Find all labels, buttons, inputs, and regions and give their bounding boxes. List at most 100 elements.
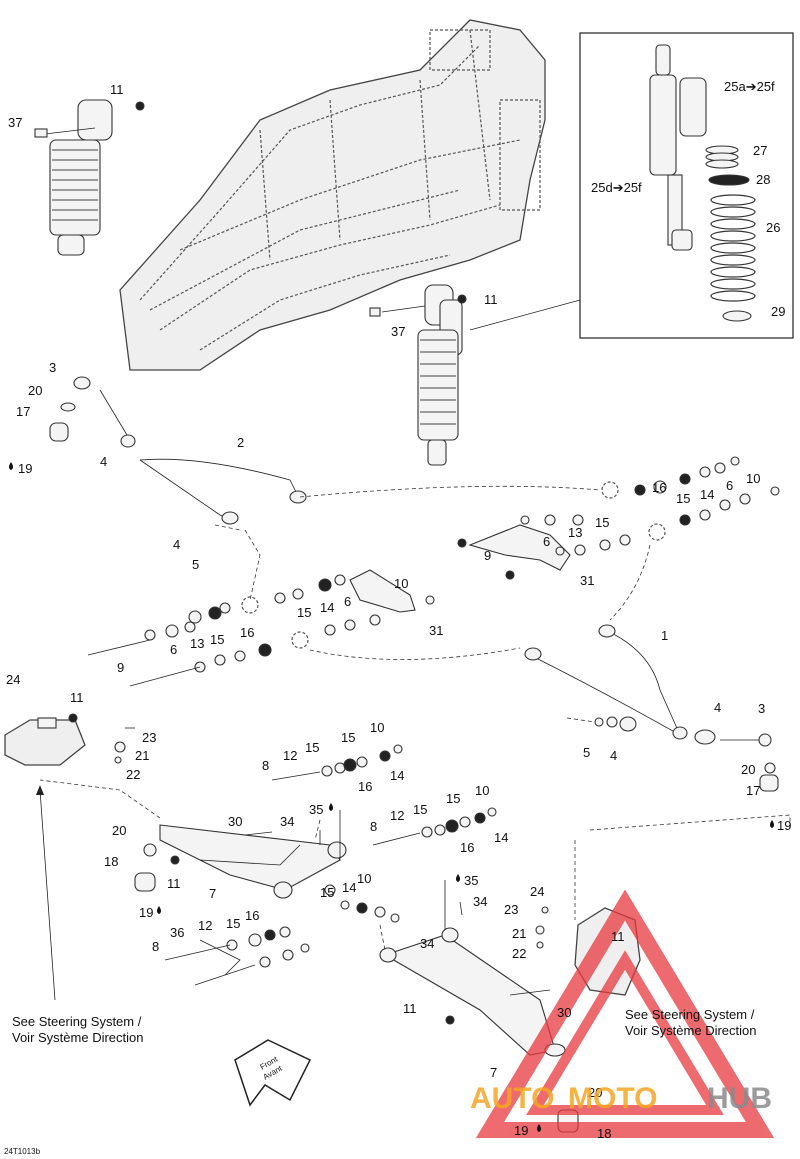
- droplet-icon: [9, 462, 774, 1132]
- callout-3-r: 3: [758, 701, 765, 716]
- callout-4-r2: 4: [610, 748, 617, 763]
- callout-21-r: 21: [512, 926, 526, 941]
- callout-15-b: 15: [446, 791, 460, 806]
- callout-26: 26: [766, 220, 780, 235]
- callout-10-c: 10: [357, 871, 371, 886]
- callout-14-r1: 14: [700, 487, 714, 502]
- callout-10-b: 10: [475, 783, 489, 798]
- callout-36: 36: [170, 925, 184, 940]
- callout-19-ll: 19: [139, 905, 153, 920]
- bushing-hardware-upper-right: [349, 456, 780, 613]
- callout-30-l: 30: [228, 814, 242, 829]
- callout-13-l: 13: [190, 636, 204, 651]
- callout-5-r: 5: [583, 745, 590, 760]
- callout-20-r: 20: [741, 762, 755, 777]
- steering-note-left: See Steering System / Voir Système Direc…: [12, 1014, 144, 1045]
- callout-35-l: 35: [309, 802, 323, 817]
- callout-4-left: 4: [100, 454, 107, 469]
- callout-labels: 11 37 11 37 25a➔25f 27 28 25d➔25f 26 29 …: [6, 79, 791, 1141]
- callout-10-l: 10: [394, 576, 408, 591]
- callout-16-l: 16: [240, 625, 254, 640]
- callout-19-left: 19: [18, 461, 32, 476]
- callout-30-br: 30: [557, 1005, 571, 1020]
- figure-code: 24T1013b: [4, 1147, 41, 1156]
- callout-16-r1: 16: [652, 480, 666, 495]
- callout-8-d: 8: [152, 939, 159, 954]
- steering-note-right-line2: Voir Système Direction: [625, 1023, 757, 1038]
- callout-29: 29: [771, 304, 785, 319]
- callout-16-a: 16: [358, 779, 372, 794]
- callout-22-r: 22: [512, 946, 526, 961]
- callout-15-l2: 15: [210, 632, 224, 647]
- callout-11-r: 11: [611, 929, 625, 944]
- callout-25d: 25d➔25f: [591, 180, 642, 195]
- shock-detail-inset: [469, 32, 794, 339]
- callout-22-l: 22: [126, 767, 140, 782]
- callout-7-br: 7: [490, 1065, 497, 1080]
- callout-11-br: 11: [403, 1001, 417, 1016]
- callout-16-b: 16: [460, 840, 474, 855]
- callout-16-d: 16: [245, 908, 259, 923]
- callout-8-a: 8: [262, 758, 269, 773]
- callout-18-br: 18: [597, 1126, 611, 1141]
- callout-10-a: 10: [370, 720, 384, 735]
- callout-13-r: 13: [568, 525, 582, 540]
- callout-37-top: 37: [8, 115, 22, 130]
- shock-absorber-left: [34, 99, 145, 256]
- callout-17-left: 17: [16, 404, 30, 419]
- callout-27: 27: [753, 143, 767, 158]
- callout-20-ll: 20: [112, 823, 126, 838]
- callout-6-l: 6: [344, 594, 351, 609]
- upper-a-arm-right: [524, 544, 779, 792]
- callout-34-r: 34: [473, 894, 487, 909]
- callout-6-l2: 6: [170, 642, 177, 657]
- callout-15-c: 15: [320, 885, 334, 900]
- callout-6-r2: 6: [543, 534, 550, 549]
- callout-25a: 25a➔25f: [724, 79, 775, 94]
- callout-34-d: 34: [420, 936, 434, 951]
- callout-34-l: 34: [280, 814, 294, 829]
- steering-note-left-line2: Voir Système Direction: [12, 1030, 144, 1045]
- callout-14-l: 14: [320, 600, 334, 615]
- callout-6-r1: 6: [726, 478, 733, 493]
- front-direction-arrow: [234, 1039, 312, 1107]
- callout-11-ll: 11: [167, 876, 181, 891]
- steering-note-left-line1: See Steering System /: [12, 1014, 142, 1029]
- watermark-auto: AUTO: [470, 1082, 554, 1115]
- callout-4-mid: 4: [173, 537, 180, 552]
- callout-15-a: 15: [305, 740, 319, 755]
- watermark-text: AUTO MOTO HUB: [470, 1082, 772, 1115]
- callout-9-l: 9: [117, 660, 124, 675]
- callout-37-mid: 37: [391, 324, 405, 339]
- callout-19-r: 19: [777, 818, 791, 833]
- vehicle-frame: [119, 19, 546, 371]
- callout-15-d: 15: [226, 916, 240, 931]
- callout-15-r2: 15: [595, 515, 609, 530]
- lower-a-arm-left: [39, 779, 347, 899]
- callout-11-top: 11: [110, 82, 124, 97]
- callout-15-b2: 15: [413, 802, 427, 817]
- callout-15-r1: 15: [676, 491, 690, 506]
- callout-20-br: 20: [588, 1085, 602, 1100]
- callout-11-l: 11: [70, 690, 84, 705]
- callout-21-l: 21: [135, 748, 149, 763]
- callout-9-r: 9: [484, 548, 491, 563]
- callout-14-c: 14: [342, 880, 356, 895]
- callout-18-l: 18: [104, 854, 118, 869]
- callout-12-d: 12: [198, 918, 212, 933]
- callout-7-l: 7: [209, 886, 216, 901]
- callout-35-r: 35: [464, 873, 478, 888]
- steering-note-right-line1: See Steering System /: [625, 1007, 755, 1022]
- callout-11-mid: 11: [484, 292, 498, 307]
- shock-absorber-center: [369, 284, 467, 466]
- callout-23-r: 23: [504, 902, 518, 917]
- callout-8-b: 8: [370, 819, 377, 834]
- callout-5-mid: 5: [192, 557, 199, 572]
- callout-10-r1: 10: [746, 471, 760, 486]
- callout-14-a: 14: [390, 768, 404, 783]
- watermark-logo: [475, 889, 775, 1138]
- callout-28: 28: [756, 172, 770, 187]
- callout-31-r: 31: [580, 573, 594, 588]
- callout-14-b: 14: [494, 830, 508, 845]
